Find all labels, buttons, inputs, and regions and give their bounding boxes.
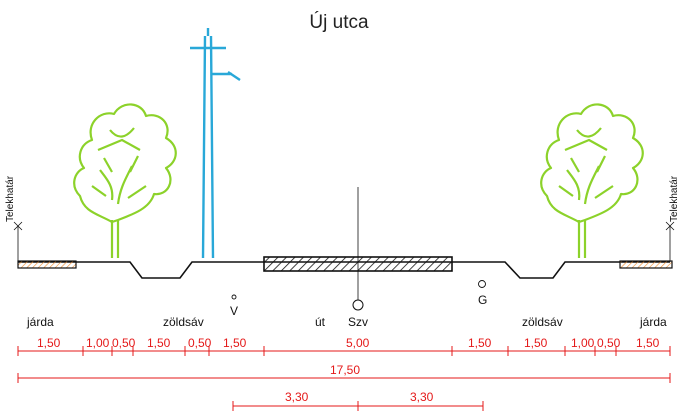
dim-row1-label: 1,50 — [147, 336, 171, 350]
tree-right — [540, 103, 644, 258]
label-sidewalk-left: járda — [26, 315, 54, 329]
label-green-left: zöldsáv — [163, 315, 204, 329]
dim-row1-label: 0,50 — [188, 336, 212, 350]
dim-row3-right: 3,30 — [410, 390, 434, 404]
label-road: út — [315, 315, 326, 329]
label-water: V — [230, 304, 238, 318]
dim-row1-label: 5,00 — [346, 336, 370, 350]
dimension-row-3 — [232, 401, 484, 411]
dim-row1-label: 1,50 — [468, 336, 492, 350]
dimension-row-1 — [17, 346, 671, 356]
dim-row1-label: 1,50 — [37, 336, 61, 350]
sidewalk-left-pavement — [17, 260, 77, 269]
label-sewer: Szv — [348, 315, 368, 329]
dim-row1-label: 1,00 — [86, 336, 110, 350]
dimension-row-total — [17, 373, 671, 383]
boundary-left-label: Telekhatár — [5, 175, 16, 222]
label-sidewalk-right: járda — [639, 315, 667, 329]
label-gas: G — [478, 293, 487, 307]
boundary-right-label: Telekhatár — [669, 175, 678, 222]
utility-pole — [190, 28, 241, 259]
dim-row1-label: 0,50 — [112, 336, 136, 350]
gas-pipe — [478, 280, 486, 288]
dim-row1-label: 0,50 — [597, 336, 621, 350]
tree-left — [73, 103, 177, 258]
dim-row1-label: 1,50 — [223, 336, 247, 350]
label-green-right: zöldsáv — [522, 315, 563, 329]
water-pipe — [231, 294, 237, 300]
sidewalk-right-pavement — [619, 260, 673, 269]
dim-total: 17,50 — [330, 363, 360, 377]
sewer-pipe — [352, 299, 364, 311]
dim-row3-left: 3,30 — [285, 390, 309, 404]
diagram-title: Új utca — [309, 12, 369, 33]
dim-row1-label: 1,50 — [524, 336, 548, 350]
dim-row1-label: 1,50 — [636, 336, 660, 350]
dim-row1-label: 1,00 — [571, 336, 595, 350]
